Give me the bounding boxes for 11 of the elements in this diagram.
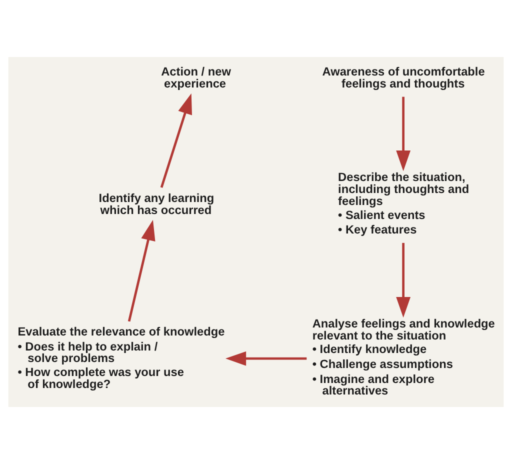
node-text: Identify any learning which has occurred bbox=[98, 190, 214, 217]
arrow bbox=[128, 220, 156, 322]
node-text: Evaluate the relevance of knowledge • Does it help to explain / solve problems • How complete was your use of knowledge? bbox=[18, 324, 225, 391]
node-text: Analyse feelings and knowledge relevant to the situation • Identify knowledge • Challenge assumptions • Imagine and explore alternatives bbox=[312, 316, 495, 398]
arrow bbox=[160, 93, 192, 188]
arrow bbox=[396, 96, 411, 172]
arrow bbox=[396, 242, 411, 318]
node-text: Action / new experience bbox=[161, 64, 231, 90]
node-text: Describe the situation, including thoughts and feelings • Salient events • Key features bbox=[338, 170, 470, 237]
arrow bbox=[225, 351, 307, 366]
node-text: Awareness of uncomfortable feelings and thoughts bbox=[322, 64, 485, 90]
